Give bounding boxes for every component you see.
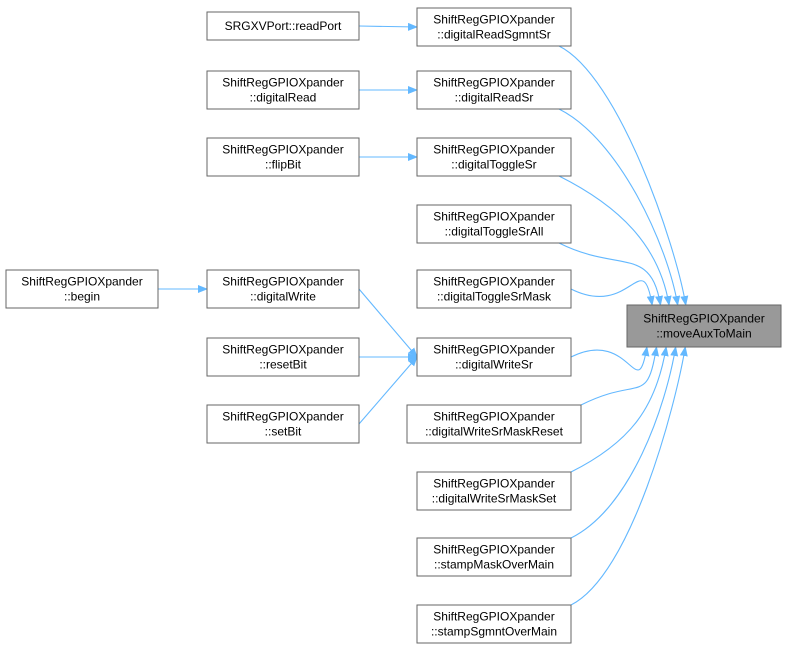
node-stamp-sgmnt-over-main[interactable]: ShiftRegGPIOXpander::stampSgmntOverMain	[416, 604, 572, 644]
node-label-method: ::setBit	[265, 425, 302, 439]
node-label-class: ShiftRegGPIOXpander	[222, 410, 343, 424]
node-label-class: SRGXVPort::readPort	[225, 19, 342, 33]
node-box	[206, 70, 360, 110]
node-label-method: ::digitalToggleSrAll	[445, 225, 544, 239]
node-digital-write[interactable]: ShiftRegGPIOXpander::digitalWrite	[206, 269, 360, 309]
node-label-method: ::stampSgmntOverMain	[431, 625, 557, 639]
node-box	[416, 471, 572, 511]
edge-digital-read-sgmnt-sr-to-move-aux-to-main	[558, 45, 689, 306]
node-label-class: ShiftRegGPIOXpander	[433, 210, 554, 224]
node-label-method: ::digitalWrite	[250, 290, 316, 304]
node-box	[5, 269, 159, 309]
node-label-class: ShiftRegGPIOXpander	[433, 76, 554, 90]
node-label-method: ::digitalWriteSrMaskSet	[432, 492, 557, 506]
node-box	[206, 337, 360, 377]
node-box	[416, 137, 572, 177]
node-label-class: ShiftRegGPIOXpander	[433, 543, 554, 557]
edge-stamp-mask-over-main-to-move-aux-to-main	[570, 346, 679, 539]
node-label-method: ::digitalWriteSr	[455, 358, 533, 372]
node-box	[416, 70, 572, 110]
edge-digital-toggle-sr-mask-to-move-aux-to-main	[570, 280, 655, 306]
edge-digital-write-to-digital-write-sr	[358, 288, 418, 358]
node-digital-read[interactable]: ShiftRegGPIOXpander::digitalRead	[206, 70, 360, 110]
node-digital-write-sr-mask-reset[interactable]: ShiftRegGPIOXpander::digitalWriteSrMaskR…	[406, 404, 582, 444]
node-box	[416, 204, 572, 244]
edge-digital-toggle-sr-to-move-aux-to-main	[558, 175, 672, 306]
node-move-aux-to-main[interactable]: ShiftRegGPIOXpander::moveAuxToMain	[626, 304, 782, 348]
node-label-class: ShiftRegGPIOXpander	[222, 343, 343, 357]
edges-layer	[158, 22, 689, 606]
node-begin[interactable]: ShiftRegGPIOXpander::begin	[5, 269, 159, 309]
node-label-method: ::digitalReadSgmntSr	[437, 28, 550, 42]
node-label-method: ::moveAuxToMain	[656, 327, 751, 341]
node-box	[416, 604, 572, 644]
node-label-method: ::resetBit	[259, 358, 307, 372]
edge-digital-write-sr-mask-reset-to-move-aux-to-main	[580, 346, 660, 406]
node-box	[206, 137, 360, 177]
node-box	[416, 337, 572, 377]
edge-stamp-sgmnt-over-main-to-move-aux-to-main	[570, 346, 688, 606]
node-label-method: ::digitalReadSr	[455, 91, 534, 105]
edge-digital-write-sr-mask-set-to-move-aux-to-main	[570, 346, 669, 473]
node-label-class: ShiftRegGPIOXpander	[433, 143, 554, 157]
node-label-method: ::digitalWriteSrMaskReset	[425, 425, 563, 439]
node-label-class: ShiftRegGPIOXpander	[433, 610, 554, 624]
edge-digital-toggle-sr-all-to-move-aux-to-main	[558, 242, 663, 306]
edge-srgxv-readport-to-digital-read-sgmnt-sr	[358, 22, 418, 31]
node-box	[416, 269, 572, 309]
node-label-class: ShiftRegGPIOXpander	[433, 410, 554, 424]
node-digital-toggle-sr[interactable]: ShiftRegGPIOXpander::digitalToggleSr	[416, 137, 572, 177]
node-box	[406, 404, 582, 444]
node-label-class: ShiftRegGPIOXpander	[222, 76, 343, 90]
node-digital-toggle-sr-mask[interactable]: ShiftRegGPIOXpander::digitalToggleSrMask	[416, 269, 572, 309]
node-box	[626, 304, 782, 348]
node-box	[206, 11, 360, 41]
edge-digital-write-sr-to-move-aux-to-main	[570, 346, 650, 371]
node-label-class: ShiftRegGPIOXpander	[21, 275, 142, 289]
node-digital-toggle-sr-all[interactable]: ShiftRegGPIOXpander::digitalToggleSrAll	[416, 204, 572, 244]
node-set-bit[interactable]: ShiftRegGPIOXpander::setBit	[206, 404, 360, 444]
node-label-method: ::flipBit	[265, 158, 302, 172]
node-digital-write-sr-mask-set[interactable]: ShiftRegGPIOXpander::digitalWriteSrMaskS…	[416, 471, 572, 511]
node-label-class: ShiftRegGPIOXpander	[433, 275, 554, 289]
node-reset-bit[interactable]: ShiftRegGPIOXpander::resetBit	[206, 337, 360, 377]
node-label-class: ShiftRegGPIOXpander	[433, 477, 554, 491]
edge-set-bit-to-digital-write-sr	[358, 356, 418, 425]
node-box	[416, 537, 572, 577]
node-box	[206, 269, 360, 309]
node-label-method: ::stampMaskOverMain	[434, 558, 554, 572]
node-label-class: ShiftRegGPIOXpander	[643, 312, 764, 326]
node-digital-read-sr[interactable]: ShiftRegGPIOXpander::digitalReadSr	[416, 70, 572, 110]
node-label-method: ::digitalToggleSrMask	[437, 290, 552, 304]
node-box	[416, 7, 572, 47]
node-label-class: ShiftRegGPIOXpander	[222, 275, 343, 289]
node-label-method: ::digitalToggleSr	[451, 158, 536, 172]
node-digital-write-sr[interactable]: ShiftRegGPIOXpander::digitalWriteSr	[416, 337, 572, 377]
node-stamp-mask-over-main[interactable]: ShiftRegGPIOXpander::stampMaskOverMain	[416, 537, 572, 577]
node-label-method: ::begin	[64, 290, 100, 304]
node-label-class: ShiftRegGPIOXpander	[433, 343, 554, 357]
node-label-method: ::digitalRead	[250, 91, 317, 105]
node-flip-bit[interactable]: ShiftRegGPIOXpander::flipBit	[206, 137, 360, 177]
node-label-class: ShiftRegGPIOXpander	[222, 143, 343, 157]
node-srgxv-readport[interactable]: SRGXVPort::readPort	[206, 11, 360, 41]
node-label-class: ShiftRegGPIOXpander	[433, 13, 554, 27]
node-digital-read-sgmnt-sr[interactable]: ShiftRegGPIOXpander::digitalReadSgmntSr	[416, 7, 572, 47]
node-box	[206, 404, 360, 444]
edge-digital-read-sr-to-move-aux-to-main	[558, 108, 681, 306]
